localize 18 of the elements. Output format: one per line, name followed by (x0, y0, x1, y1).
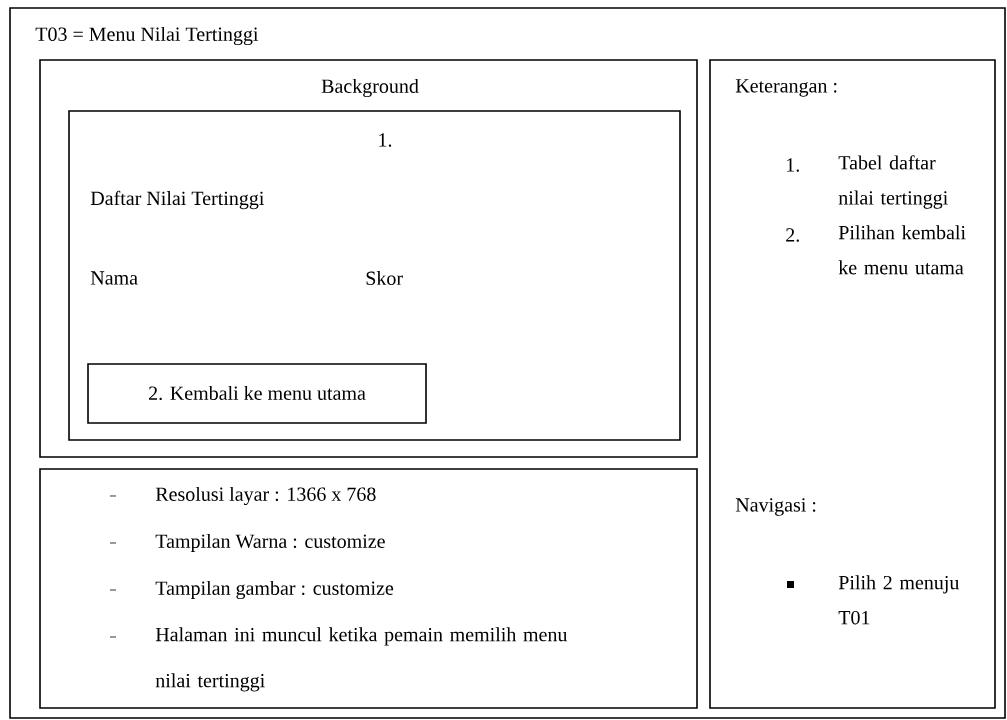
note-item: Pilihan kembali ke menu utama (838, 225, 966, 275)
note-item: Tabel daftar nilai tertinggi (838, 155, 948, 209)
list-number: 1. (787, 158, 799, 172)
button-label: 2. Kembali ke menu utama (149, 385, 366, 401)
panel-heading: Background (321, 78, 419, 98)
notes-heading: Keterangan : (735, 79, 837, 97)
spec-item: Halaman ini muncul ketika pemain memilih menu nilai tertinggi (155, 627, 568, 692)
spec-item: Resolusi layar : 1366 x 768 (155, 486, 376, 506)
callout-number: 1. (379, 133, 392, 147)
nav-item: Pilih 2 menuju T01 (838, 575, 960, 625)
column-header: Nama (90, 271, 138, 285)
screen-title: T03 = Menu Nilai Tertinggi (35, 26, 259, 46)
nav-heading: Navigasi : (735, 498, 816, 516)
table-heading: Daftar Nilai Tertinggi (90, 190, 264, 210)
spec-item: Tampilan gambar : customize (155, 580, 394, 600)
column-header: Skor (366, 270, 403, 285)
spec-item: Tampilan Warna : customize (155, 533, 385, 553)
list-number: 2. (786, 228, 799, 242)
